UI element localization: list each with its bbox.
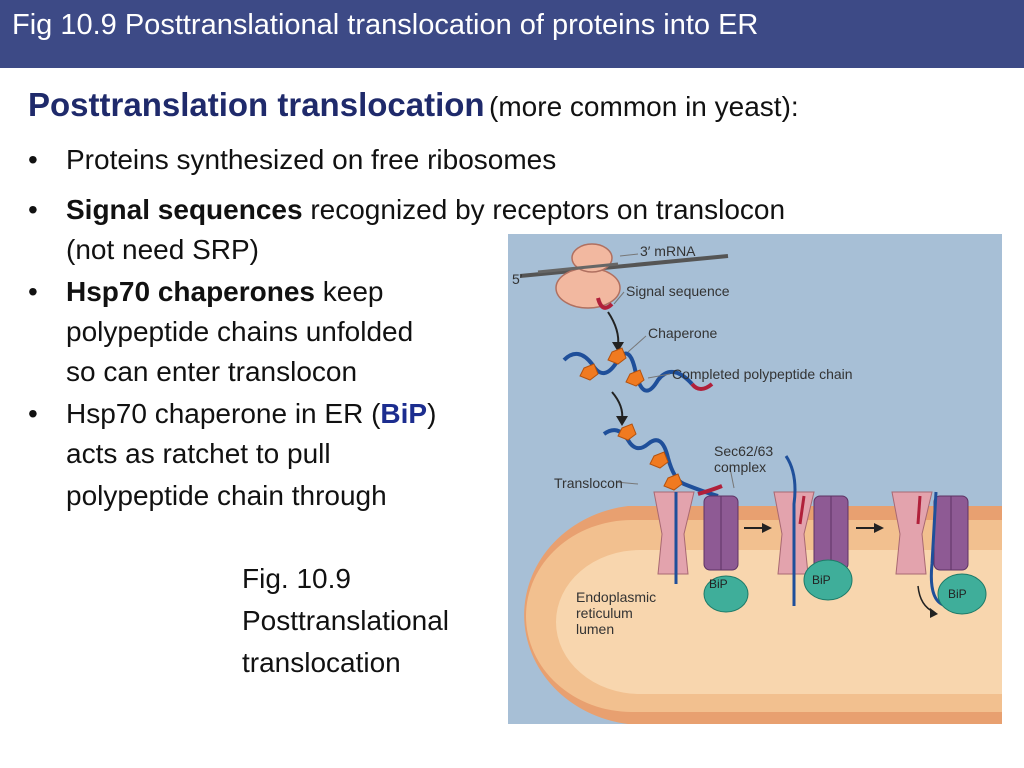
arrowhead [612, 342, 624, 352]
polypeptide-chain [562, 351, 694, 393]
title-bar: Fig 10.9 Posttranslational translocation… [0, 0, 1024, 68]
bullet-marker: • [28, 276, 38, 307]
label-translocon: Translocon [554, 475, 623, 491]
bullet-text: Proteins synthesized on free ribosomes [66, 144, 557, 175]
label-signal-sequence: Signal sequence [626, 283, 730, 299]
label-3-mrna: 3′ mRNA [640, 243, 696, 259]
arrowhead [874, 523, 884, 533]
label-chaperone: Chaperone [648, 325, 717, 341]
label-er-line2: reticulum [576, 605, 633, 621]
bullet-bold-term: Hsp70 chaperones [66, 276, 315, 307]
chaperone-icon [663, 473, 683, 491]
chaperone-icon [579, 363, 599, 381]
label-er-line3: lumen [576, 621, 614, 637]
translocon-1: BiP [653, 491, 749, 613]
entering-signal [697, 484, 723, 496]
chaperone-icon [625, 369, 645, 387]
figure-caption: Fig. 10.9 Posttranslational translocatio… [242, 558, 449, 684]
arrowhead [762, 523, 772, 533]
bip-icon [937, 573, 987, 615]
label-sec-complex-line2: complex [714, 459, 766, 475]
caption-line: translocation [242, 647, 401, 678]
bullet-marker: • [28, 194, 38, 225]
bip-emphasis: BiP [380, 398, 428, 429]
bullet-marker: • [28, 398, 38, 429]
translocation-figure: BiP BiP BiP 3 [508, 234, 1002, 724]
section-heading: Posttranslation translocation (more comm… [28, 86, 799, 124]
label-er-line1: Endoplasmic [576, 589, 656, 605]
chaperone-group [617, 423, 683, 491]
bullet-text-rest: recognized by receptors on translocon [302, 194, 786, 225]
bip-icon [803, 559, 853, 601]
bullet-text-post: ) [427, 398, 437, 429]
caption-line: Fig. 10.9 [242, 563, 351, 594]
bullet-text-line: polypeptide chain through [66, 480, 387, 511]
mrna-strand [519, 254, 729, 278]
slide-title: Fig 10.9 Posttranslational translocation… [12, 9, 759, 41]
chaperone-icon [617, 423, 637, 441]
chaperone-icon [607, 347, 627, 365]
arrowhead [616, 416, 628, 426]
bullet-text-line: so can enter translocon [66, 356, 358, 387]
label-sec-complex-line1: Sec62/63 [714, 443, 773, 459]
bullet-text: Signal sequences recognized by receptors… [66, 190, 785, 230]
bullet-text: Hsp70 chaperones keep [66, 272, 384, 312]
leader-line [729, 467, 735, 489]
mrna-through-ribosome [537, 262, 619, 274]
caption-line: Posttranslational [242, 605, 450, 636]
bullet-text-line: polypeptide chains unfolded [66, 316, 414, 347]
bullet-marker: • [28, 144, 38, 175]
bullet-bold-term: Signal sequences [66, 194, 303, 225]
bip-label: BiP [948, 587, 967, 601]
bip-label: BiP [709, 577, 728, 591]
leader-line [613, 291, 625, 305]
leader-line [647, 373, 671, 379]
bullet-text-pre: Hsp70 chaperone in ER ( [66, 398, 381, 429]
signal-sequence-strand [596, 297, 614, 310]
leader-line [619, 253, 639, 257]
heading-note-text: (more common in yeast): [489, 91, 799, 122]
chaperone-group [579, 347, 645, 387]
bullet-text: Hsp70 chaperone in ER (BiP) [66, 394, 436, 434]
heading-note: (more common in yeast): [489, 91, 799, 122]
bullet-text-line: (not need SRP) [66, 234, 259, 265]
label-completed-chain: Completed polypeptide chain [672, 366, 853, 382]
er-lumen [556, 550, 1002, 694]
translocon-2: BiP [773, 455, 853, 606]
label-5-prime: 5′ [512, 271, 523, 287]
bip-icon [703, 575, 749, 613]
leader-line [627, 335, 647, 353]
translocon-3: BiP [891, 491, 987, 618]
bullet-text-line: acts as ratchet to pull [66, 438, 331, 469]
heading-main: Posttranslation translocation [28, 86, 485, 123]
bullet-text-rest: keep [315, 276, 384, 307]
signal-sequence-end [690, 382, 714, 391]
bip-label: BiP [812, 573, 831, 587]
figure-svg: BiP BiP BiP 3 [508, 234, 1002, 724]
leader-line [615, 481, 639, 485]
chaperone-icon [649, 451, 669, 469]
